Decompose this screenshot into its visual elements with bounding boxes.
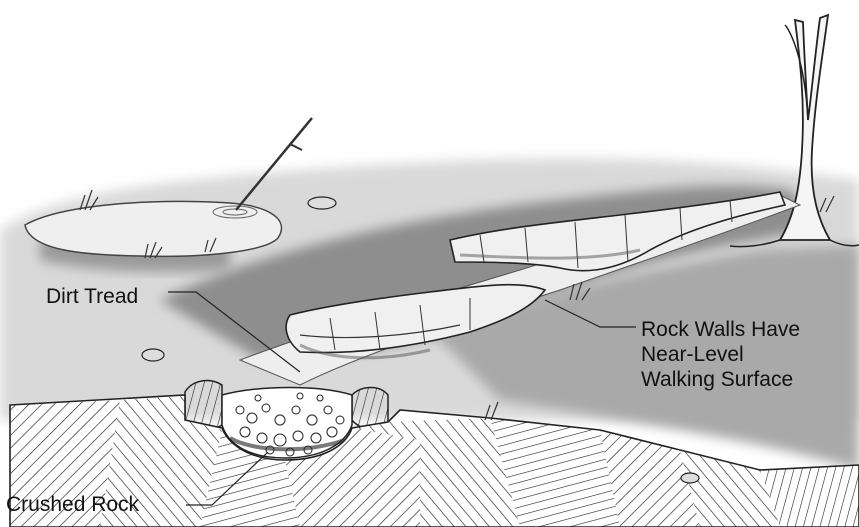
rock-walls-label-line-1: Rock Walls Have xyxy=(641,317,800,342)
dirt-tread-label: Dirt Tread xyxy=(46,284,138,309)
crushed-rock-label: Crushed Rock xyxy=(6,492,139,517)
rock-walls-label-line-3: Walking Surface xyxy=(641,367,800,392)
rock-walls-label: Rock Walls Have Near-Level Walking Surfa… xyxy=(641,317,800,392)
crushed-rock xyxy=(222,388,352,459)
rock-walls-label-line-2: Near-Level xyxy=(641,342,800,367)
